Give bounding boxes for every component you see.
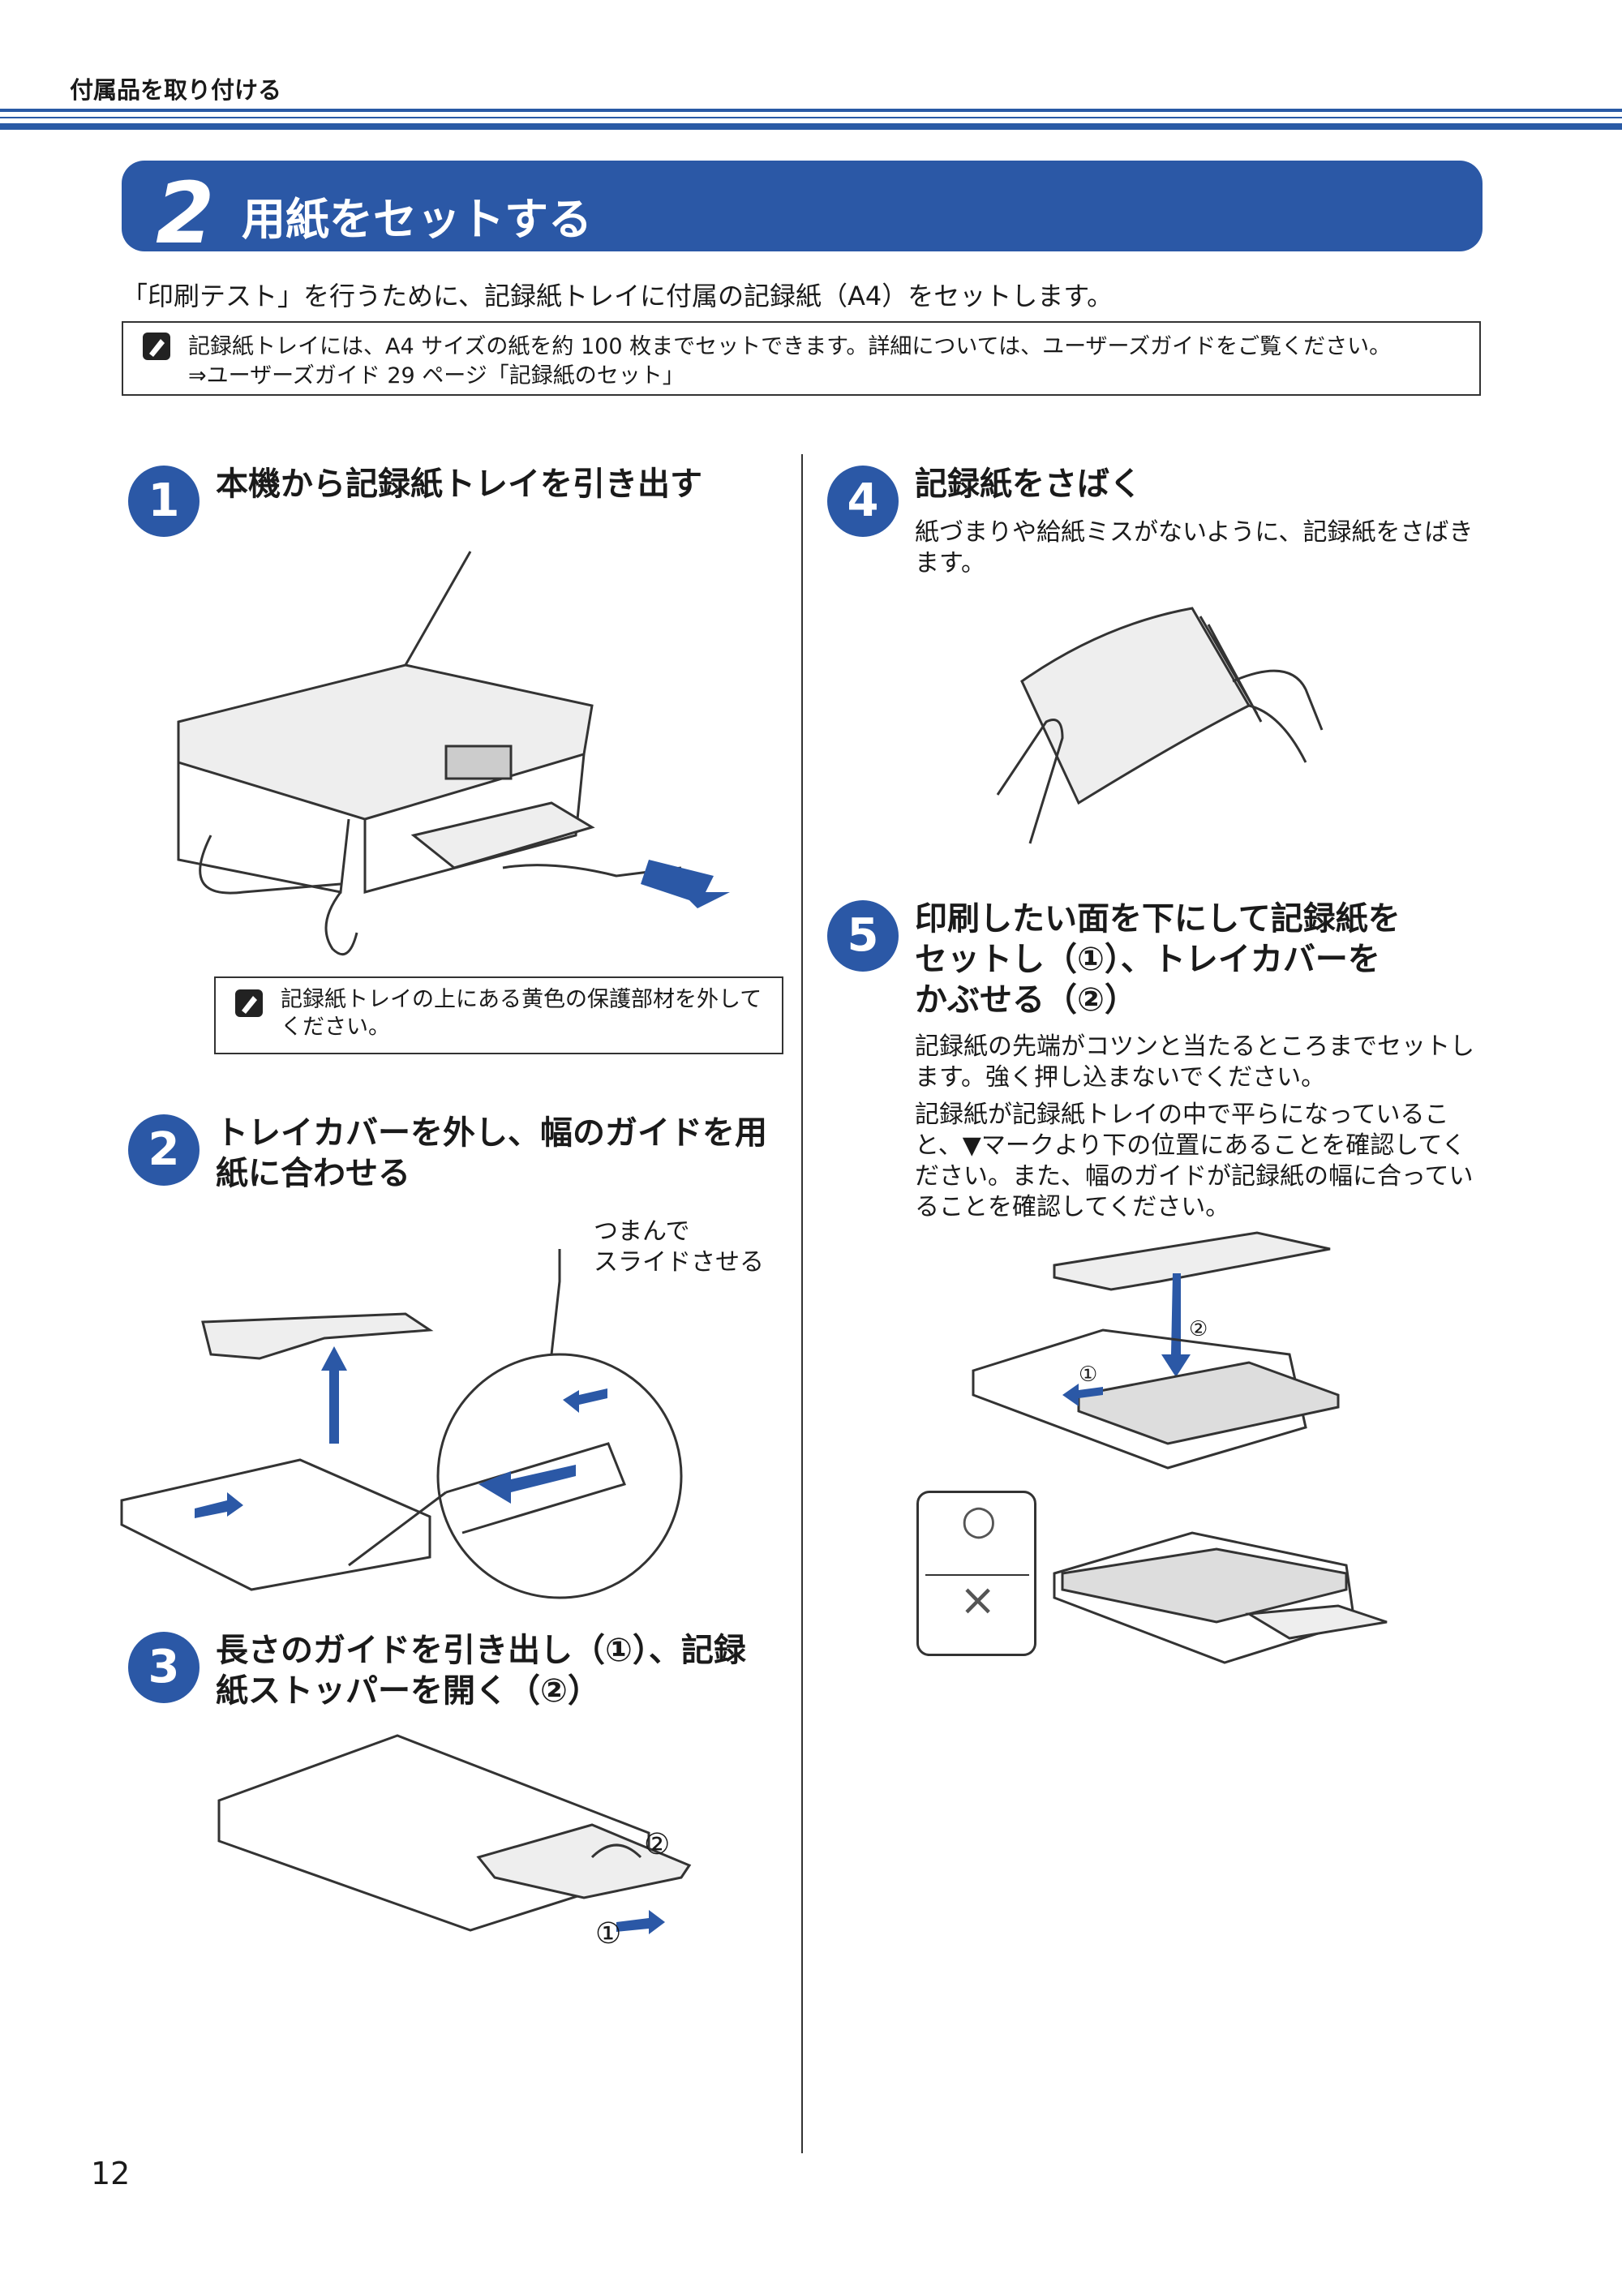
step-1-number: 1 xyxy=(128,466,200,537)
step-1-note-text: 記録紙トレイの上にある黄色の保護部材を外して ください。 xyxy=(281,986,762,1041)
main-note-box: 記録紙トレイには、A4 サイズの紙を約 100 枚までセットできます。詳細につい… xyxy=(122,321,1481,396)
step-2-title-line1: トレイカバーを外し、幅のガイドを用 xyxy=(216,1114,767,1152)
fanning-paper-illustration xyxy=(996,607,1324,844)
main-note-line2: ⇒ユーザーズガイド 29 ページ「記録紙のセット」 xyxy=(188,363,684,388)
banner-number: 2 xyxy=(156,164,215,263)
step-5-title-line1: 印刷したい面を下にして記録紙を xyxy=(915,900,1401,938)
step-4-body: 紙づまりや給紙ミスがないように、記録紙をさばき ます。 xyxy=(915,517,1474,579)
step-5-title-line3: かぶせる（②） xyxy=(915,981,1137,1019)
step-1-note-box: 記録紙トレイの上にある黄色の保護部材を外して ください。 xyxy=(214,976,783,1054)
label-circle-two: ② xyxy=(644,1828,671,1861)
step-2-title: トレイカバーを外し、幅のガイドを用 紙に合わせる xyxy=(216,1113,767,1194)
step-2-callout: つまんで スライドさせる xyxy=(594,1217,764,1278)
step-2-callout-line2: スライドさせる xyxy=(594,1248,764,1277)
label-circle-one: ① xyxy=(1079,1363,1098,1387)
tray-with-paper-illustration xyxy=(1053,1531,1388,1664)
tray-cover-illustration xyxy=(120,1249,683,1599)
step-5-number: 5 xyxy=(827,900,899,972)
step-4-title: 記録紙をさばく xyxy=(915,466,1142,503)
paper-loading-illustration xyxy=(972,1231,1340,1470)
step-3-title-line2: 紙ストッパーを開く（②） xyxy=(216,1672,600,1710)
step-4-body-line2: ます。 xyxy=(915,549,985,577)
step-5-body1-line1: 記録紙の先端がコツンと当たるところまでセットし xyxy=(915,1032,1474,1061)
step-5-title-line2: セットし（①）、トレイカバーを xyxy=(915,941,1380,978)
step-5-body2-line3: ださい。また、幅のガイドが記録紙の幅に合ってい xyxy=(915,1162,1474,1191)
step-3-title-line1: 長さのガイドを引き出し（①）、記録 xyxy=(216,1632,746,1669)
step-1-note-line1: 記録紙トレイの上にある黄色の保護部材を外して xyxy=(281,987,762,1012)
label-circle-two: ② xyxy=(1189,1317,1208,1341)
ok-ng-inset: ○ × xyxy=(916,1491,1036,1656)
step-5-title: 印刷したい面を下にして記録紙を セットし（①）、トレイカバーを かぶせる（②） xyxy=(915,899,1401,1020)
note-pencil-icon xyxy=(143,333,170,360)
step-2-callout-line1: つまんで xyxy=(594,1217,690,1246)
step-3-number: 3 xyxy=(128,1632,200,1703)
step-1-title: 本機から記録紙トレイを引き出す xyxy=(216,466,702,503)
note-pencil-icon xyxy=(235,989,263,1017)
step-5-body2: 記録紙が記録紙トレイの中で平らになっているこ と、▼マークより下の位置にあること… xyxy=(915,1100,1474,1223)
step-1-note-line2: ください。 xyxy=(281,1015,390,1040)
step-3-title: 長さのガイドを引き出し（①）、記録 紙ストッパーを開く（②） xyxy=(216,1630,746,1711)
step-5-body1-line2: ます。強く押し込まないでください。 xyxy=(915,1063,1326,1092)
step-2-number: 2 xyxy=(128,1114,200,1186)
ok-mark: ○ xyxy=(961,1496,997,1543)
intro-text: 「印刷テスト」を行うために、記録紙トレイに付属の記録紙（A4）をセットします。 xyxy=(122,281,1114,311)
header-rule-top xyxy=(0,109,1622,112)
section-header: 付属品を取り付ける xyxy=(70,76,282,104)
step-4-number: 4 xyxy=(827,466,899,537)
step-5-body2-line1: 記録紙が記録紙トレイの中で平らになっているこ xyxy=(915,1101,1449,1129)
main-note-text: 記録紙トレイには、A4 サイズの紙を約 100 枚までセットできます。詳細につい… xyxy=(188,333,1391,391)
printer-illustration xyxy=(177,551,730,956)
banner-title: 用紙をセットする xyxy=(242,194,592,245)
step-4-body-line1: 紙づまりや給紙ミスがないように、記録紙をさばき xyxy=(915,518,1474,547)
section-banner: 2 用紙をセットする xyxy=(122,161,1483,263)
inset-divider xyxy=(925,1574,1029,1576)
column-divider xyxy=(801,454,803,2153)
main-note-line1: 記録紙トレイには、A4 サイズの紙を約 100 枚までセットできます。詳細につい… xyxy=(188,334,1392,359)
step-5-body1: 記録紙の先端がコツンと当たるところまでセットし ます。強く押し込まないでください… xyxy=(915,1032,1474,1093)
step-5-body2-line4: ることを確認してください。 xyxy=(915,1193,1230,1221)
length-guide-illustration xyxy=(217,1734,692,1934)
ng-mark: × xyxy=(959,1574,997,1625)
header-rule-mid xyxy=(0,117,1622,118)
page-number: 12 xyxy=(91,2156,131,2191)
step-5-body2-line2: と、▼マークより下の位置にあることを確認してく xyxy=(915,1131,1466,1160)
label-circle-one: ① xyxy=(595,1917,622,1951)
header-rule-bottom xyxy=(0,123,1622,130)
step-2-title-line2: 紙に合わせる xyxy=(216,1155,410,1192)
